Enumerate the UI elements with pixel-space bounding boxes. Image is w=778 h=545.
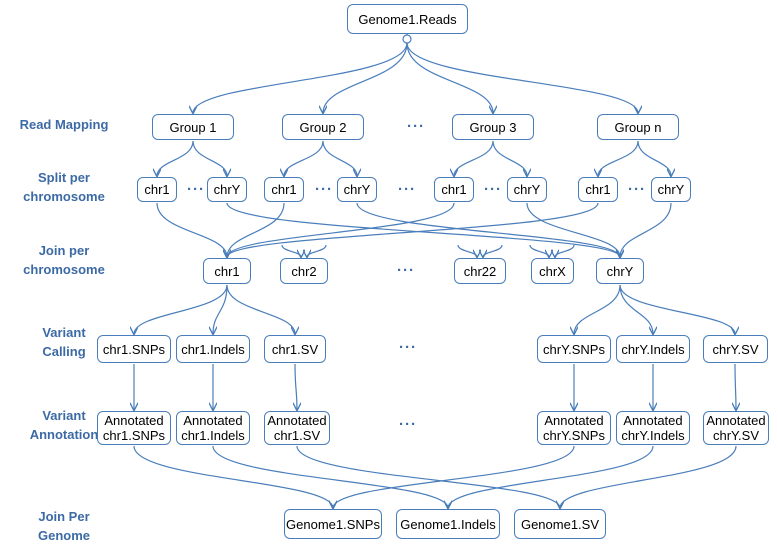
- stage-split-per-chromosome: Split per chromosome: [23, 170, 105, 204]
- node-genome-snps: Genome1.SNPs: [284, 509, 382, 539]
- edge-stub-chr22-right: [483, 244, 503, 257]
- ellipsis-groups: ···: [407, 118, 425, 135]
- ellipsis-calls: ···: [399, 339, 417, 356]
- node-group-n: Group n: [597, 114, 679, 140]
- node-split-g2-chry: chrY: [337, 177, 377, 202]
- node-annot-chry-snps: Annotated chrY.SNPs: [537, 411, 611, 445]
- edge-stub-chr22-left: [457, 244, 477, 257]
- edge-annot-chry-sv-genome: [560, 445, 737, 508]
- edge-join-chr1-indels: [213, 284, 228, 334]
- edge-g1-chry: [192, 140, 227, 176]
- edge-join-chry-snps: [574, 284, 621, 334]
- node-genome-reads: Genome1.Reads: [347, 4, 468, 34]
- edge-split-chr1-0-join: [156, 202, 227, 257]
- edge-annot-chry-indels-genome: [448, 445, 654, 508]
- node-annot-chr1-indels: Annotated chr1.Indels: [176, 411, 250, 445]
- edge-split-chry-1-join: [356, 202, 620, 257]
- node-group-1: Group 1: [152, 114, 234, 140]
- node-split-g3-chry: chrY: [507, 177, 547, 202]
- edge-join-chry-sv: [619, 284, 735, 334]
- node-join-chrx: chrX: [531, 258, 574, 284]
- node-call-chry-snps: chrY.SNPs: [537, 335, 611, 363]
- ellipsis-split-3: ···: [398, 181, 416, 198]
- edge-join-chr1-sv: [226, 284, 295, 334]
- edge-g3-chr1: [454, 140, 494, 176]
- fork-point: [402, 34, 412, 44]
- edge-stub-chrx-right: [555, 244, 575, 257]
- ellipsis-split-1: ···: [187, 181, 205, 198]
- edge-stub-chrx-left: [529, 244, 549, 257]
- edge-fork-g1: [193, 42, 408, 113]
- edge-call-annot-5: [735, 363, 736, 410]
- edge-split-chry-2-join: [526, 202, 620, 257]
- edge-fork-g3: [406, 42, 493, 113]
- edge-stub-chr2-left: [281, 244, 301, 257]
- node-genome-sv: Genome1.SV: [514, 509, 606, 539]
- stage-read-mapping: Read Mapping: [19, 117, 109, 132]
- node-call-chr1-sv: chr1.SV: [264, 335, 326, 363]
- node-call-chr1-indels: chr1.Indels: [176, 335, 250, 363]
- stage-join-per-genome: Join Per Genome: [37, 509, 90, 543]
- node-annot-chr1-sv: Annotated chr1.SV: [264, 411, 330, 445]
- edge-annot-chr1-snps-genome: [133, 445, 333, 508]
- node-split-g3-chr1: chr1: [434, 177, 474, 202]
- node-annot-chr1-snps: Annotated chr1.SNPs: [97, 411, 171, 445]
- edge-gn-chry: [637, 140, 671, 176]
- node-call-chry-sv: chrY.SV: [703, 335, 768, 363]
- edge-g1-chr1: [157, 140, 194, 176]
- edge-g2-chr1: [284, 140, 324, 176]
- edge-split-chry-3-join: [620, 202, 672, 257]
- node-annot-chry-indels: Annotated chrY.Indels: [616, 411, 690, 445]
- node-join-chry: chrY: [596, 258, 644, 284]
- node-split-g1-chr1: chr1: [137, 177, 177, 202]
- edge-stub-chr2-right: [307, 244, 327, 257]
- ellipsis-split-2: ···: [315, 181, 333, 198]
- ellipsis-join: ···: [397, 262, 415, 279]
- ellipsis-split-4: ···: [484, 181, 502, 198]
- edge-join-chr1-snps: [134, 284, 228, 334]
- edge-split-chr1-3-join: [227, 202, 599, 257]
- edge-call-annot-2: [295, 363, 297, 410]
- node-annot-chry-sv: Annotated chrY.SV: [703, 411, 769, 445]
- stage-variant-annotation: Variant Annotation: [29, 408, 99, 442]
- edge-annot-chr1-indels-genome: [212, 445, 448, 508]
- node-split-g1-chry: chrY: [207, 177, 247, 202]
- node-join-chr2: chr2: [280, 258, 328, 284]
- node-split-gn-chry: chrY: [651, 177, 691, 202]
- edge-split-chr1-2-join: [227, 202, 455, 257]
- edge-split-chry-0-join: [226, 202, 620, 257]
- edge-fork-gn: [406, 42, 638, 113]
- edge-gn-chr1: [598, 140, 639, 176]
- edge-g2-chry: [322, 140, 357, 176]
- edge-fork-g2: [323, 42, 408, 113]
- node-group-2: Group 2: [282, 114, 364, 140]
- node-split-gn-chr1: chr1: [578, 177, 618, 202]
- edge-annot-chr1-sv-genome: [296, 445, 560, 508]
- ellipsis-annotated: ···: [399, 416, 417, 433]
- stage-variant-calling: Variant Calling: [42, 325, 86, 359]
- node-join-chr1: chr1: [203, 258, 251, 284]
- node-group-3: Group 3: [452, 114, 534, 140]
- node-join-chr22: chr22: [454, 258, 506, 284]
- stage-join-per-chromosome: Join per chromosome: [23, 243, 105, 277]
- edge-g3-chry: [492, 140, 527, 176]
- ellipsis-split-5: ···: [628, 181, 646, 198]
- node-split-g2-chr1: chr1: [264, 177, 304, 202]
- node-genome-indels: Genome1.Indels: [396, 509, 500, 539]
- edge-join-chry-indels: [619, 284, 653, 334]
- node-call-chr1-snps: chr1.SNPs: [97, 335, 171, 363]
- node-call-chry-indels: chrY.Indels: [616, 335, 690, 363]
- edge-annot-chry-snps-genome: [333, 445, 575, 508]
